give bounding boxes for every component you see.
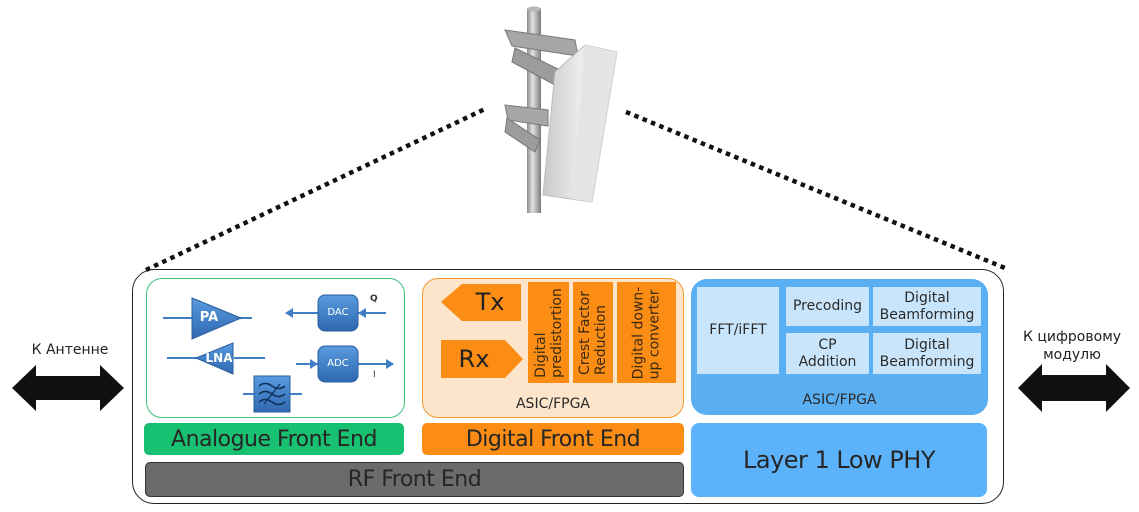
cp-line1: CP <box>818 336 837 353</box>
precoding-block: Precoding <box>786 287 869 326</box>
adc-label: ADC <box>327 358 349 369</box>
right-connector-label-line1: К цифровому <box>1022 329 1122 345</box>
dpd-line1: Digital <box>532 331 549 378</box>
q-signal-label: Q <box>370 294 378 304</box>
dpd-line2: predistortion <box>548 287 565 378</box>
dac-label: DAC <box>327 307 349 318</box>
antenna-panel-icon <box>504 6 618 213</box>
lna-label: LNA <box>205 351 233 365</box>
tx-arrow-icon <box>441 284 521 321</box>
layer1-low-phy-label: Layer 1 Low PHY <box>691 423 987 497</box>
radio-unit-container <box>132 269 1004 504</box>
tx-label: Tx <box>475 288 505 316</box>
adc-block-icon <box>296 345 394 383</box>
cfr-line2: Reduction <box>593 304 609 375</box>
double-arrow-icon <box>12 365 124 411</box>
pa-label: PA <box>199 310 219 325</box>
dac-block-icon <box>285 294 386 332</box>
digital-front-end-label: Digital Front End <box>422 423 684 455</box>
double-arrow-icon <box>1018 364 1130 412</box>
ddc-line1: Digital down- <box>630 286 647 379</box>
bf2-line1: Digital <box>904 336 950 353</box>
bf2-line2: Beamforming <box>879 353 975 370</box>
ddc-duc-block: Digital down-up converter <box>617 282 676 383</box>
rf-front-end-label: RF Front End <box>145 462 684 497</box>
right-connector-label: К цифровому модулю <box>1010 328 1134 364</box>
i-signal-label: I <box>373 370 376 380</box>
cfr-line1: Crest Factor <box>577 290 593 375</box>
dfe-asic-label: ASIC/FPGA <box>515 396 590 412</box>
ddc-line2: up converter <box>646 288 663 379</box>
right-connector-label-line2: модулю <box>1043 347 1101 363</box>
rx-label: Rx <box>458 345 490 373</box>
phy-asic-label: ASIC/FPGA <box>802 392 877 408</box>
rx-arrow-icon <box>441 340 523 378</box>
filter-icon <box>243 375 302 413</box>
pa-amplifier-icon <box>163 297 252 340</box>
fft-block: FFT/iFFT <box>697 287 779 374</box>
bf1-line2: Beamforming <box>879 306 975 323</box>
lna-amplifier-icon <box>167 342 265 375</box>
bf1-line1: Digital <box>904 289 950 306</box>
analogue-front-end-label: Analogue Front End <box>144 423 404 455</box>
cp-line2: Addition <box>798 353 857 370</box>
left-connector-label: К Антенне <box>31 342 109 358</box>
